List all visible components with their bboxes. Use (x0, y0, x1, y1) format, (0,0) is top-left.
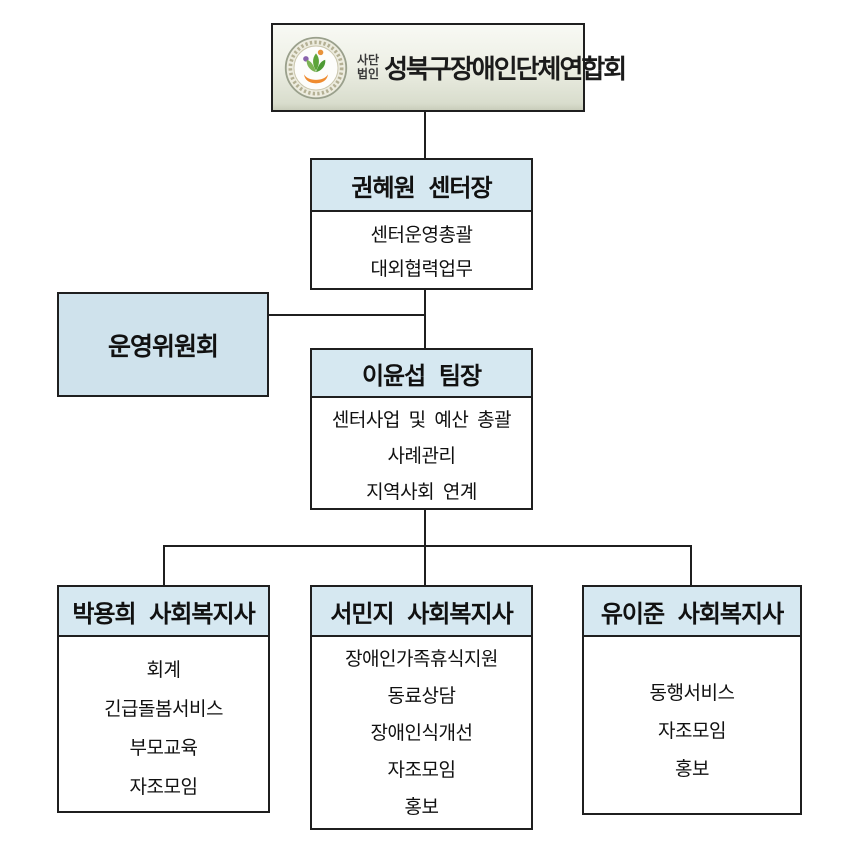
worker3-duties: 동행서비스 자조모임 홍보 (584, 637, 800, 789)
committee-title: 운영위원회 (107, 332, 219, 361)
org-name: 성북구장애인단체연합회 (384, 54, 627, 84)
duty-item: 자조모임 (129, 777, 198, 798)
duty-item: 센터운영총괄 (370, 225, 473, 246)
director-box: 권혜원 센터장 센터운영총괄 대외협력업무 (310, 158, 533, 290)
team-leader-box: 이윤섭 팀장 센터사업 및 예산 총괄 사례관리 지역사회 연계 (310, 348, 533, 510)
connector-logo-to-director (424, 112, 426, 158)
worker2-box: 서민지 사회복지사 장애인가족휴식지원 동료상담 장애인식개선 자조모임 홍보 (310, 585, 533, 830)
connector-drop-worker1 (163, 545, 165, 585)
duty-item: 홍보 (675, 759, 709, 780)
connector-committee-branch (269, 314, 426, 316)
duty-item: 센터사업 및 예산 총괄 (331, 410, 512, 431)
connector-team-leader-to-bus (424, 510, 426, 545)
committee-box: 운영위원회 (57, 292, 269, 397)
duty-item: 긴급돌봄서비스 (104, 699, 223, 720)
duty-item: 사례관리 (387, 446, 456, 467)
director-duties: 센터운영총괄 대외협력업무 (312, 212, 531, 287)
org-type-label: 사단 법인 (357, 52, 380, 82)
duty-item: 홍보 (404, 797, 439, 818)
worker2-duties: 장애인가족휴식지원 동료상담 장애인식개선 자조모임 홍보 (312, 637, 531, 826)
duty-item: 자조모임 (658, 721, 726, 742)
duty-item: 대외협력업무 (370, 259, 473, 280)
duty-item: 회계 (146, 660, 181, 681)
duty-item: 장애인식개선 (370, 723, 473, 744)
connector-drop-worker2 (424, 545, 426, 585)
team-leader-duties: 센터사업 및 예산 총괄 사례관리 지역사회 연계 (312, 398, 531, 511)
worker1-duties: 회계 긴급돌봄서비스 부모교육 자조모임 (59, 637, 268, 807)
organization-logo-box: 사단 법인 성북구장애인단체연합회 (271, 23, 627, 112)
worker1-title: 박용희 사회복지사 (59, 587, 268, 637)
duty-item: 동행서비스 (649, 683, 735, 704)
director-title: 권혜원 센터장 (312, 160, 531, 212)
duty-item: 동료상담 (387, 686, 456, 707)
duty-item: 부모교육 (129, 738, 198, 759)
duty-item: 지역사회 연계 (366, 482, 477, 503)
org-seal-icon (284, 36, 348, 99)
worker2-title: 서민지 사회복지사 (312, 587, 531, 637)
connector-director-to-team-leader (424, 290, 426, 348)
org-type-line1: 사단 (357, 52, 380, 67)
worker3-title: 유이준 사회복지사 (584, 587, 800, 637)
org-type-line2: 법인 (357, 66, 380, 81)
worker1-box: 박용희 사회복지사 회계 긴급돌봄서비스 부모교육 자조모임 (57, 585, 270, 813)
worker3-box: 유이준 사회복지사 동행서비스 자조모임 홍보 (582, 585, 802, 815)
duty-item: 장애인가족휴식지원 (345, 649, 498, 670)
connector-workers-bus (163, 545, 692, 547)
duty-item: 자조모임 (387, 760, 456, 781)
team-leader-title: 이윤섭 팀장 (312, 350, 531, 398)
connector-drop-worker3 (690, 545, 692, 585)
